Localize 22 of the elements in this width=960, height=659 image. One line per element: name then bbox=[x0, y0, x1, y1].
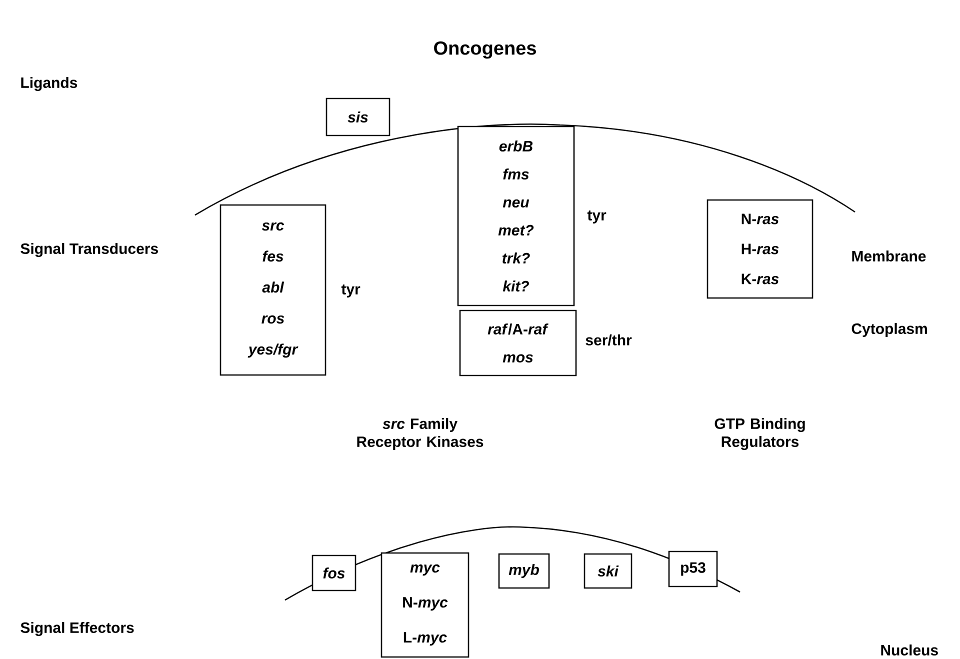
region-label: src Family Receptor Kinases bbox=[357, 418, 484, 450]
gene-box: src fes abl ros yes/fgr bbox=[220, 204, 326, 376]
region-label: Membrane bbox=[852, 250, 926, 262]
kinase-class-label: tyr bbox=[587, 210, 606, 224]
title: Oncogenes bbox=[434, 41, 536, 59]
gene-box: erbB fms neu met? trk? kit? bbox=[457, 126, 575, 306]
kinase-class-label: tyr bbox=[341, 284, 360, 298]
gene-box: raf/A-raf mos bbox=[459, 310, 577, 376]
gene-box: N-ras H-ras K-ras bbox=[706, 199, 814, 299]
region-label: Signal Transducers bbox=[20, 242, 158, 258]
gene-box: fos bbox=[312, 554, 356, 592]
gene-box: sis bbox=[326, 98, 390, 136]
gene-box: myc N-myc L-myc bbox=[380, 552, 470, 658]
gene-box: myb bbox=[498, 553, 550, 589]
gene-box: p53 bbox=[668, 550, 718, 588]
region-label: Cytoplasm bbox=[852, 323, 927, 337]
region-label: Ligands bbox=[21, 76, 78, 92]
gene-box: ski bbox=[584, 553, 632, 589]
region-label: Nucleus bbox=[881, 644, 938, 656]
region-label: Signal Effectors bbox=[20, 622, 134, 636]
kinase-class-label: ser/thr bbox=[586, 334, 632, 346]
region-label: GTP Binding Regulators bbox=[714, 418, 805, 450]
